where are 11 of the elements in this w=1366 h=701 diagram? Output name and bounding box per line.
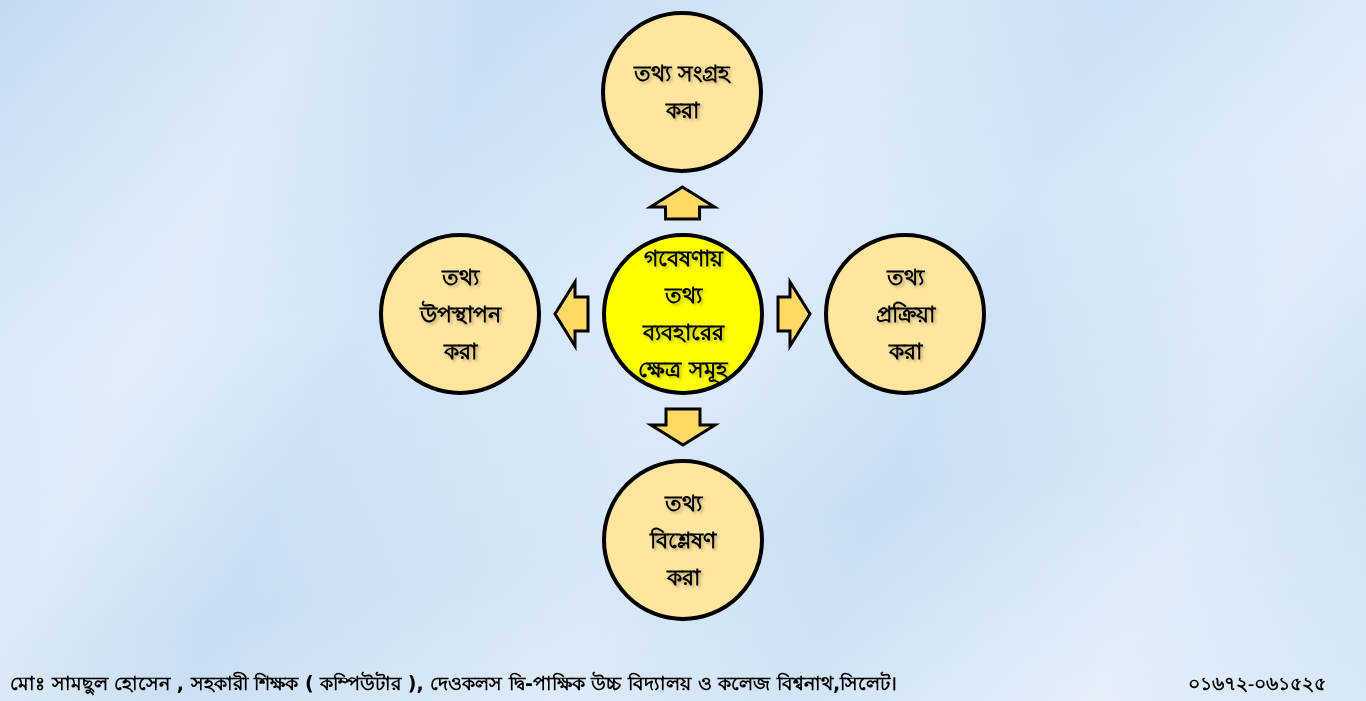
- block-arrow: [553, 276, 590, 352]
- block-arrow: [776, 276, 812, 352]
- node-label: গবেষণায় তথ্য ব্যবহারের ক্ষেত্র সমূহ: [637, 245, 730, 385]
- block-arrow: [645, 185, 720, 221]
- footer-text: মোঃ সামছুল হোসেন , সহকারী শিক্ষক ( কম্পিউটার ), দেওকলস দ্বি-পাক্ষিক উচ্চ বিদ্যালয় ও কলেজ বিশ্বনাথ,সিলেট।: [10, 670, 898, 698]
- node-label: তথ্য প্রক্রিয়া করা: [875, 263, 935, 366]
- node-label: তথ্য বিশ্লেষণ করা: [650, 489, 716, 592]
- node-label: তথ্য সংগ্রহ করা: [632, 60, 732, 125]
- phone-number: ০১৬৭২-০৬১৫২৫: [1188, 672, 1327, 696]
- block-arrow: [645, 407, 721, 447]
- node-label: তথ্য উপস্থাপন করা: [419, 263, 501, 366]
